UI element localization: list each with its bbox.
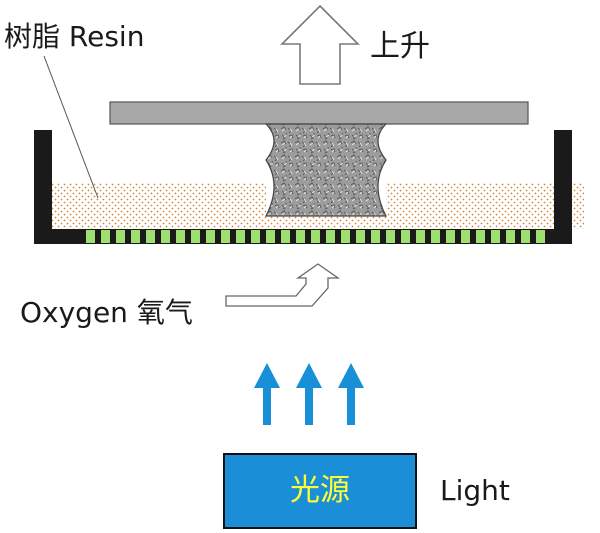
resin-left (52, 183, 266, 229)
build-platform (109, 101, 529, 125)
window-cell (476, 230, 485, 243)
printed-part (264, 123, 388, 217)
window-cell (521, 230, 530, 243)
light-source-label: 光源 (290, 473, 350, 508)
window-cell (491, 230, 500, 243)
window-cell (536, 230, 545, 243)
light-arrows (254, 363, 364, 425)
window-cell (206, 230, 215, 243)
vat-wall-right (554, 130, 572, 244)
window-cell (176, 230, 185, 243)
blue-up-arrow-icon (254, 363, 280, 425)
window-cells (86, 230, 545, 243)
window-cell (266, 230, 275, 243)
rise-arrow-icon (280, 4, 360, 85)
vat-wall-left (34, 130, 52, 244)
blue-up-arrow-icon (338, 363, 364, 425)
window-cell (446, 230, 455, 243)
light-source-box (223, 453, 417, 529)
window-cell (311, 230, 320, 243)
window-cell (161, 230, 170, 243)
window-cell (116, 230, 125, 243)
window-cell (191, 230, 200, 243)
window-cell (236, 230, 245, 243)
window-cell (386, 230, 395, 243)
window-cell (506, 230, 515, 243)
window-cell (461, 230, 470, 243)
window-cell (101, 230, 110, 243)
window-cell (326, 230, 335, 243)
window-cell (131, 230, 140, 243)
window-cell (221, 230, 230, 243)
window-cell (371, 230, 380, 243)
resin-leader-line (43, 55, 99, 199)
light-label: Light (440, 474, 510, 507)
oxygen-label: Oxygen 氧气 (20, 296, 193, 329)
window-cell (356, 230, 365, 243)
window-cell (86, 230, 95, 243)
rise-label: 上升 (370, 29, 430, 64)
window-cell (341, 230, 350, 243)
resin-label: 树脂 Resin (4, 20, 144, 53)
window-cell (281, 230, 290, 243)
resin-under-part (266, 216, 386, 229)
oxygen-arrow-icon (225, 263, 341, 307)
window-cell (251, 230, 260, 243)
window-cell (416, 230, 425, 243)
window-cell (401, 230, 410, 243)
window-cell (431, 230, 440, 243)
window-cell (296, 230, 305, 243)
window-cell (146, 230, 155, 243)
blue-up-arrow-icon (296, 363, 322, 425)
resin-right (386, 183, 584, 229)
